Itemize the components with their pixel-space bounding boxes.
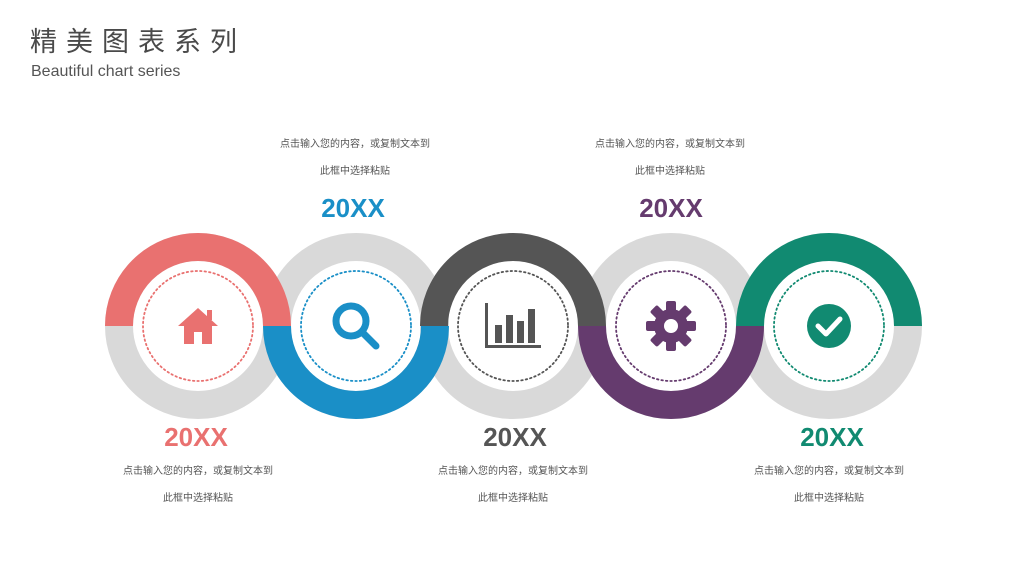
search-icon xyxy=(326,296,386,356)
ring-dotted-4 xyxy=(615,270,727,382)
step-2-text-line2: 此框中选择粘贴 xyxy=(320,166,390,177)
ring-dotted-1 xyxy=(142,270,254,382)
step-5-text: 点击输入您的内容，或复制文本到 此框中选择粘贴 xyxy=(719,458,939,512)
step-5-year: 20XX xyxy=(800,422,864,452)
bar-chart-icon xyxy=(483,296,543,356)
gear-icon xyxy=(641,296,701,356)
step-4-text: 点击输入您的内容，或复制文本到 此框中选择粘贴 xyxy=(560,131,780,185)
step-3-text: 点击输入您的内容，或复制文本到 此框中选择粘贴 xyxy=(403,458,623,512)
ring-arc-1 xyxy=(105,233,291,327)
step-3-year: 20XX xyxy=(483,422,547,452)
step-4-text-line2: 此框中选择粘贴 xyxy=(635,166,705,177)
page-subtitle: Beautiful chart series xyxy=(31,63,181,80)
ring-dotted-2 xyxy=(300,270,412,382)
step-5-text-line1: 点击输入您的内容，或复制文本到 xyxy=(754,466,904,477)
step-1-text-line1: 点击输入您的内容，或复制文本到 xyxy=(123,466,273,477)
step-2-text-line1: 点击输入您的内容，或复制文本到 xyxy=(280,139,430,150)
step-1-text: 点击输入您的内容，或复制文本到 此框中选择粘贴 xyxy=(88,458,308,512)
ring-arc-5 xyxy=(736,233,922,327)
step-3-text-line2: 此框中选择粘贴 xyxy=(478,493,548,504)
check-circle-icon xyxy=(799,296,859,356)
step-1-text-line2: 此框中选择粘贴 xyxy=(163,493,233,504)
ring-inner-2 xyxy=(293,263,419,389)
ring-dotted-3 xyxy=(457,270,569,382)
step-2-year: 20XX xyxy=(321,193,385,223)
step-3-text-line1: 点击输入您的内容，或复制文本到 xyxy=(438,466,588,477)
ring-arc-3 xyxy=(420,233,606,327)
step-4-text-line1: 点击输入您的内容，或复制文本到 xyxy=(595,139,745,150)
ring-dotted-5 xyxy=(773,270,885,382)
step-4-year: 20XX xyxy=(639,193,703,223)
step-2-text: 点击输入您的内容，或复制文本到 此框中选择粘贴 xyxy=(245,131,465,185)
step-5-text-line2: 此框中选择粘贴 xyxy=(794,493,864,504)
home-icon xyxy=(168,296,228,356)
page-title: 精美图表系列 xyxy=(30,27,246,58)
ring-arc-4 xyxy=(578,325,764,419)
step-1-year: 20XX xyxy=(164,422,228,452)
ring-arc-2 xyxy=(263,325,449,419)
